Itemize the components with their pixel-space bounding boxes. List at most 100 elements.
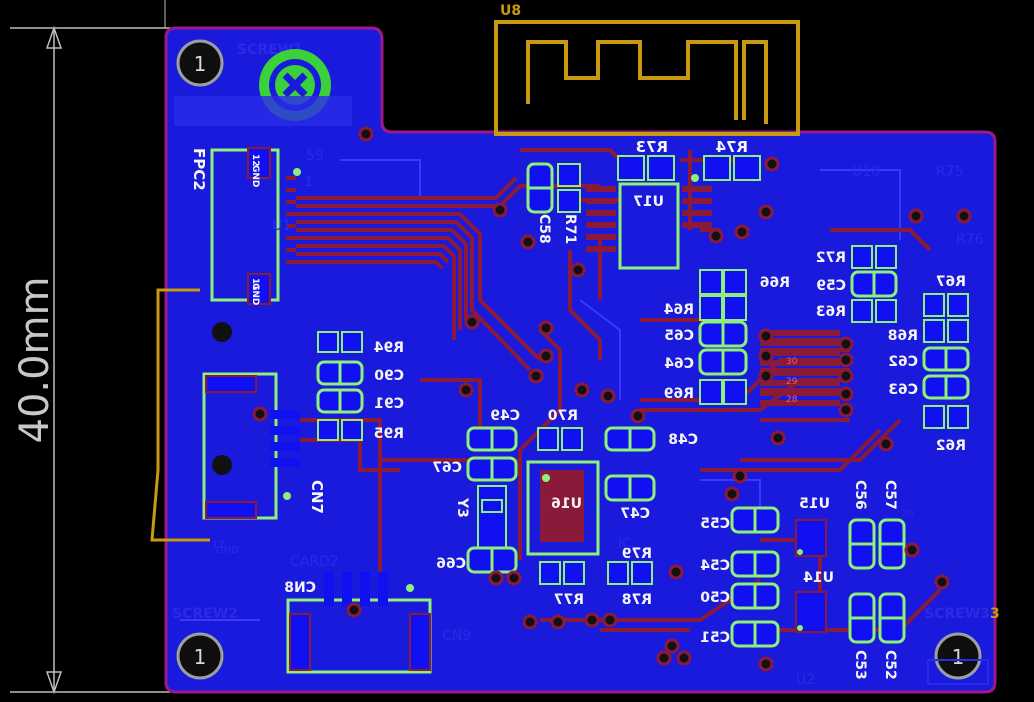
y3-label: Y3 <box>454 497 470 518</box>
fpc2-pin-top-net: GND <box>250 165 260 187</box>
screw-1-pin: 1 <box>194 52 207 76</box>
c65-part[interactable] <box>698 320 748 348</box>
r72-part[interactable] <box>851 245 897 269</box>
r68-part[interactable] <box>923 319 969 343</box>
r78-label: R78 <box>622 592 652 608</box>
silk-ghost-outline <box>927 659 989 685</box>
r94-label: R94 <box>373 340 404 356</box>
fpc2-pin-bottom-num: 11 <box>250 278 260 291</box>
u1-label: U1 <box>272 218 291 234</box>
pin-number: 26 <box>902 509 914 519</box>
r69-part[interactable] <box>699 379 747 405</box>
c91-part[interactable] <box>316 388 364 414</box>
screw-3-label: SCREW3 <box>924 606 990 622</box>
c51-part[interactable] <box>730 620 780 648</box>
fpc2-connector[interactable] <box>210 147 301 305</box>
c62-part[interactable] <box>922 346 970 372</box>
c58-label: C58 <box>536 214 552 244</box>
screw-hole-3[interactable]: 1 <box>934 632 982 680</box>
c53-part[interactable] <box>848 592 876 644</box>
vias <box>252 126 972 672</box>
c50-part[interactable] <box>730 582 780 610</box>
board-outline[interactable] <box>164 26 997 694</box>
r64-part[interactable] <box>699 295 747 321</box>
cn7-label: CN7 <box>308 480 326 514</box>
antenna-outline <box>494 20 800 136</box>
dimension-label: 40.0mm <box>12 277 58 444</box>
fpc2-pad-bottom[interactable] <box>247 273 271 305</box>
card-slot-outline <box>150 288 210 542</box>
r72-label: R72 <box>816 250 846 266</box>
c53-label: C53 <box>852 650 868 680</box>
c47-part[interactable] <box>604 474 656 502</box>
r95-label: R95 <box>374 426 404 442</box>
r63-part[interactable] <box>851 299 897 323</box>
cn9-label: CN9 <box>442 628 471 644</box>
r77-label: R77 <box>554 592 584 608</box>
c58-part[interactable] <box>526 162 554 214</box>
r73-label: R73 <box>636 138 668 156</box>
c51-label: C51 <box>700 630 730 646</box>
u14-part[interactable] <box>795 591 827 633</box>
c67-part[interactable] <box>466 456 518 482</box>
u17-outline[interactable] <box>618 182 680 270</box>
pin-number: 29 <box>786 377 798 387</box>
c54-part[interactable] <box>730 550 780 578</box>
pin-number: 28 <box>786 395 798 405</box>
fpc2-pin-top: 12 <box>250 154 260 167</box>
screw-hole-1[interactable]: 1 <box>176 39 224 87</box>
fpc2-pad-top[interactable] <box>247 147 271 179</box>
p59-label: 59 <box>306 148 324 164</box>
r62-label: R62 <box>936 438 966 454</box>
mount-hole <box>212 322 232 342</box>
r67-part[interactable] <box>923 293 969 317</box>
r78-part[interactable] <box>607 561 653 585</box>
c90-label: C90 <box>374 368 404 384</box>
screw-hole-2[interactable]: 1 <box>176 632 224 680</box>
ic-pin-strip <box>760 330 840 406</box>
c48-part[interactable] <box>604 426 656 452</box>
r74-part[interactable] <box>703 155 761 181</box>
u15-part[interactable] <box>795 519 827 557</box>
screw-3-pin-label: 3 <box>990 606 1000 622</box>
u17-label: U17 <box>633 194 664 210</box>
r70-part[interactable] <box>537 427 583 451</box>
c52-part[interactable] <box>878 592 906 644</box>
c49-label: C49 <box>490 408 520 424</box>
r67-label: R67 <box>936 274 966 290</box>
r62-part[interactable] <box>923 405 969 429</box>
c56-part[interactable] <box>848 518 876 570</box>
c63-label: C63 <box>888 382 918 398</box>
r69-label: R69 <box>664 386 694 402</box>
r95-part[interactable] <box>317 419 363 441</box>
pin-number: 30 <box>786 357 798 367</box>
cn7-connector[interactable] <box>202 372 300 520</box>
c90-part[interactable] <box>316 360 364 386</box>
c59-part[interactable] <box>850 270 898 298</box>
cn8-connector[interactable] <box>286 572 432 674</box>
u16-outline[interactable] <box>526 460 600 556</box>
antenna-label: U8 <box>500 3 521 19</box>
r76-label: R76 <box>956 232 984 248</box>
r66-part[interactable] <box>699 269 747 295</box>
r77-part[interactable] <box>539 561 585 585</box>
c64-part[interactable] <box>698 348 748 376</box>
r71-part[interactable] <box>557 163 581 213</box>
c48-label: C48 <box>668 432 698 448</box>
c57-part[interactable] <box>878 518 906 570</box>
u14-label: U14 <box>803 570 834 586</box>
c63-part[interactable] <box>922 374 970 400</box>
c49-part[interactable] <box>466 426 518 452</box>
c50-label: C50 <box>700 590 730 606</box>
r94-part[interactable] <box>317 331 363 353</box>
u15-label: U15 <box>799 496 830 512</box>
y3-crystal[interactable] <box>477 485 507 549</box>
c66-part[interactable] <box>466 546 518 574</box>
c55-part[interactable] <box>730 506 780 534</box>
c57-label: C57 <box>882 480 898 510</box>
r73-part[interactable] <box>617 155 675 181</box>
c66-label: C66 <box>436 556 466 572</box>
c65-label: C65 <box>664 328 694 344</box>
c64-label: C64 <box>664 356 694 372</box>
